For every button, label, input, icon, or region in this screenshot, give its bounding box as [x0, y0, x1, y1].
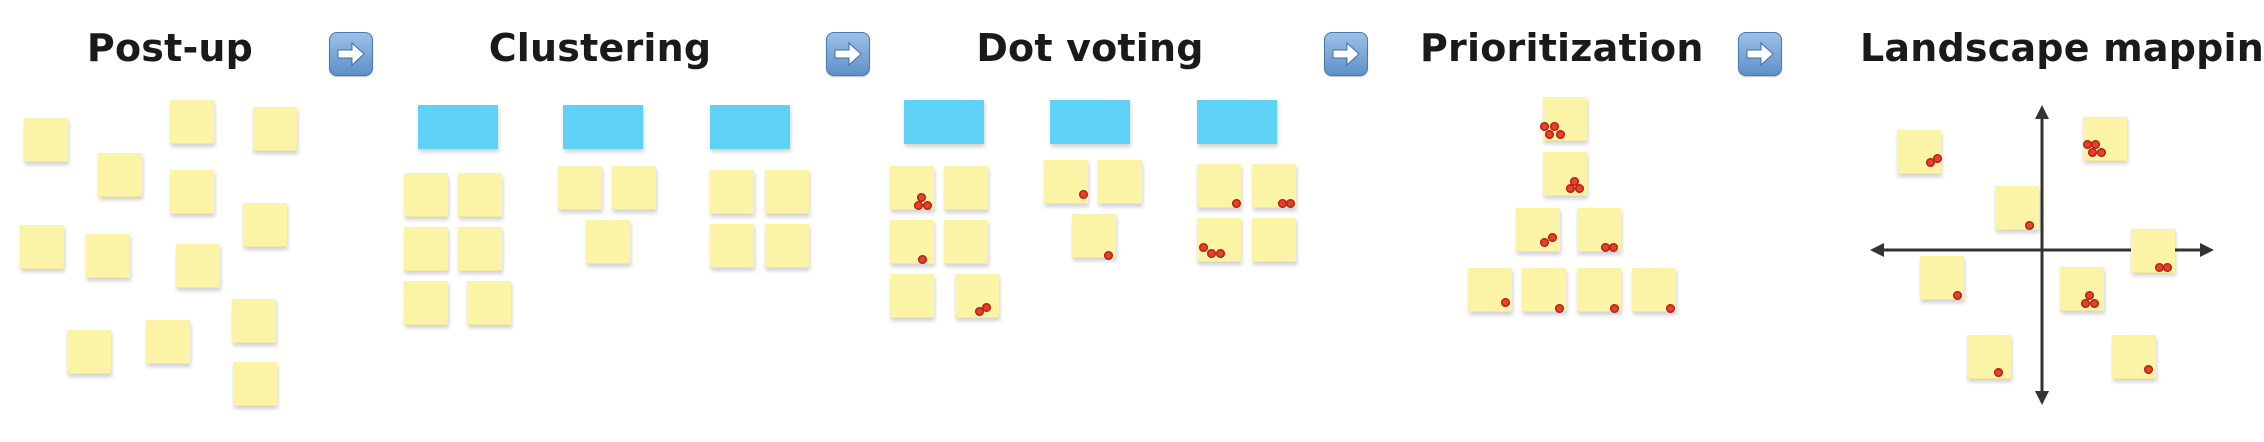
sticky-note: [404, 281, 448, 325]
vote-dot: [1207, 249, 1216, 258]
vote-dot: [923, 201, 932, 210]
vote-dot: [1926, 158, 1935, 167]
sticky-note: [458, 227, 502, 271]
vote-dot: [2091, 140, 2100, 149]
sticky-note: [404, 173, 448, 217]
sticky-note: [765, 224, 809, 268]
cluster-header-note: [1050, 100, 1130, 144]
sticky-note: [1516, 208, 1560, 252]
sticky-note: [765, 170, 809, 214]
vote-dot: [2025, 221, 2034, 230]
vote-dot: [917, 193, 926, 202]
sticky-note: [170, 170, 214, 214]
vote-dot: [1556, 130, 1565, 139]
sticky-note: [24, 118, 68, 162]
sticky-note: [1252, 218, 1296, 262]
sticky-note: [67, 330, 111, 374]
sticky-note: [170, 100, 214, 144]
cluster-header-note: [563, 105, 643, 149]
vote-dot: [2090, 299, 2099, 308]
vote-dot: [2085, 291, 2094, 300]
right-arrow-icon: [1738, 32, 1782, 76]
vote-dot: [1953, 291, 1962, 300]
sticky-note: [612, 166, 656, 210]
sticky-note: [458, 173, 502, 217]
sticky-note: [467, 281, 511, 325]
stage-title-clustering: Clustering: [488, 26, 712, 70]
sticky-note: [1967, 335, 2011, 379]
vote-dot: [2144, 365, 2153, 374]
right-arrow-icon: [1324, 32, 1368, 76]
vote-dot: [1545, 130, 1554, 139]
sticky-note: [176, 244, 220, 288]
vote-dot: [2097, 148, 2106, 157]
sticky-note: [253, 107, 297, 151]
vote-dot: [1570, 177, 1579, 186]
vote-dot: [1216, 249, 1225, 258]
sticky-note: [558, 166, 602, 210]
sticky-note: [86, 234, 130, 278]
vote-dot: [1550, 122, 1559, 131]
sticky-note: [944, 166, 988, 210]
stage-title-landscape-mapping: Landscape mapping: [1860, 26, 2264, 70]
sticky-note: [586, 220, 630, 264]
vote-dot: [1278, 199, 1287, 208]
vote-dot: [918, 255, 927, 264]
sticky-note: [944, 220, 988, 264]
sticky-note: [710, 224, 754, 268]
stage-title-prioritization: Prioritization: [1420, 26, 1704, 70]
vote-dot: [1104, 251, 1113, 260]
vote-dot: [1540, 122, 1549, 131]
vote-dot: [1610, 304, 1619, 313]
vote-dot: [1286, 199, 1295, 208]
vote-dot: [1540, 238, 1549, 247]
vote-dot: [1601, 243, 1610, 252]
vote-dot: [1501, 298, 1510, 307]
sticky-note: [232, 299, 276, 343]
vote-dot: [1994, 368, 2003, 377]
cluster-header-note: [710, 105, 790, 149]
vote-dot: [914, 201, 923, 210]
sticky-note: [710, 170, 754, 214]
vote-dot: [2155, 263, 2164, 272]
vote-dot: [2083, 140, 2092, 149]
vote-dot: [975, 307, 984, 316]
sticky-note: [404, 227, 448, 271]
vote-dot: [2081, 299, 2090, 308]
sticky-note: [890, 220, 934, 264]
cluster-header-note: [904, 100, 984, 144]
sticky-note: [20, 225, 64, 269]
cluster-header-note: [418, 105, 498, 149]
sticky-note: [1897, 130, 1941, 174]
stage-title-dot-voting: Dot voting: [976, 26, 1204, 70]
sticky-note: [1072, 214, 1116, 258]
vote-dot: [1566, 184, 1575, 193]
cluster-header-note: [1197, 100, 1277, 144]
sticky-note: [98, 153, 142, 197]
right-arrow-icon: [329, 32, 373, 76]
vote-dot: [1079, 190, 1088, 199]
stage-title-post-up: Post-up: [86, 26, 254, 70]
right-arrow-icon: [826, 32, 870, 76]
vote-dot: [1548, 233, 1557, 242]
vote-dot: [1666, 304, 1675, 313]
vote-dot: [2088, 148, 2097, 157]
vote-dot: [1199, 243, 1208, 252]
vote-dot: [1933, 154, 1942, 163]
sticky-note: [146, 320, 190, 364]
vote-dot: [1575, 184, 1584, 193]
sticky-note: [243, 203, 287, 247]
vote-dot: [2163, 263, 2172, 272]
vote-dot: [1609, 243, 1618, 252]
sticky-note: [890, 274, 934, 318]
vote-dot: [982, 303, 991, 312]
vote-dot: [1232, 199, 1241, 208]
sticky-note: [233, 362, 277, 406]
vote-dot: [1555, 304, 1564, 313]
sticky-note: [1098, 160, 1142, 204]
